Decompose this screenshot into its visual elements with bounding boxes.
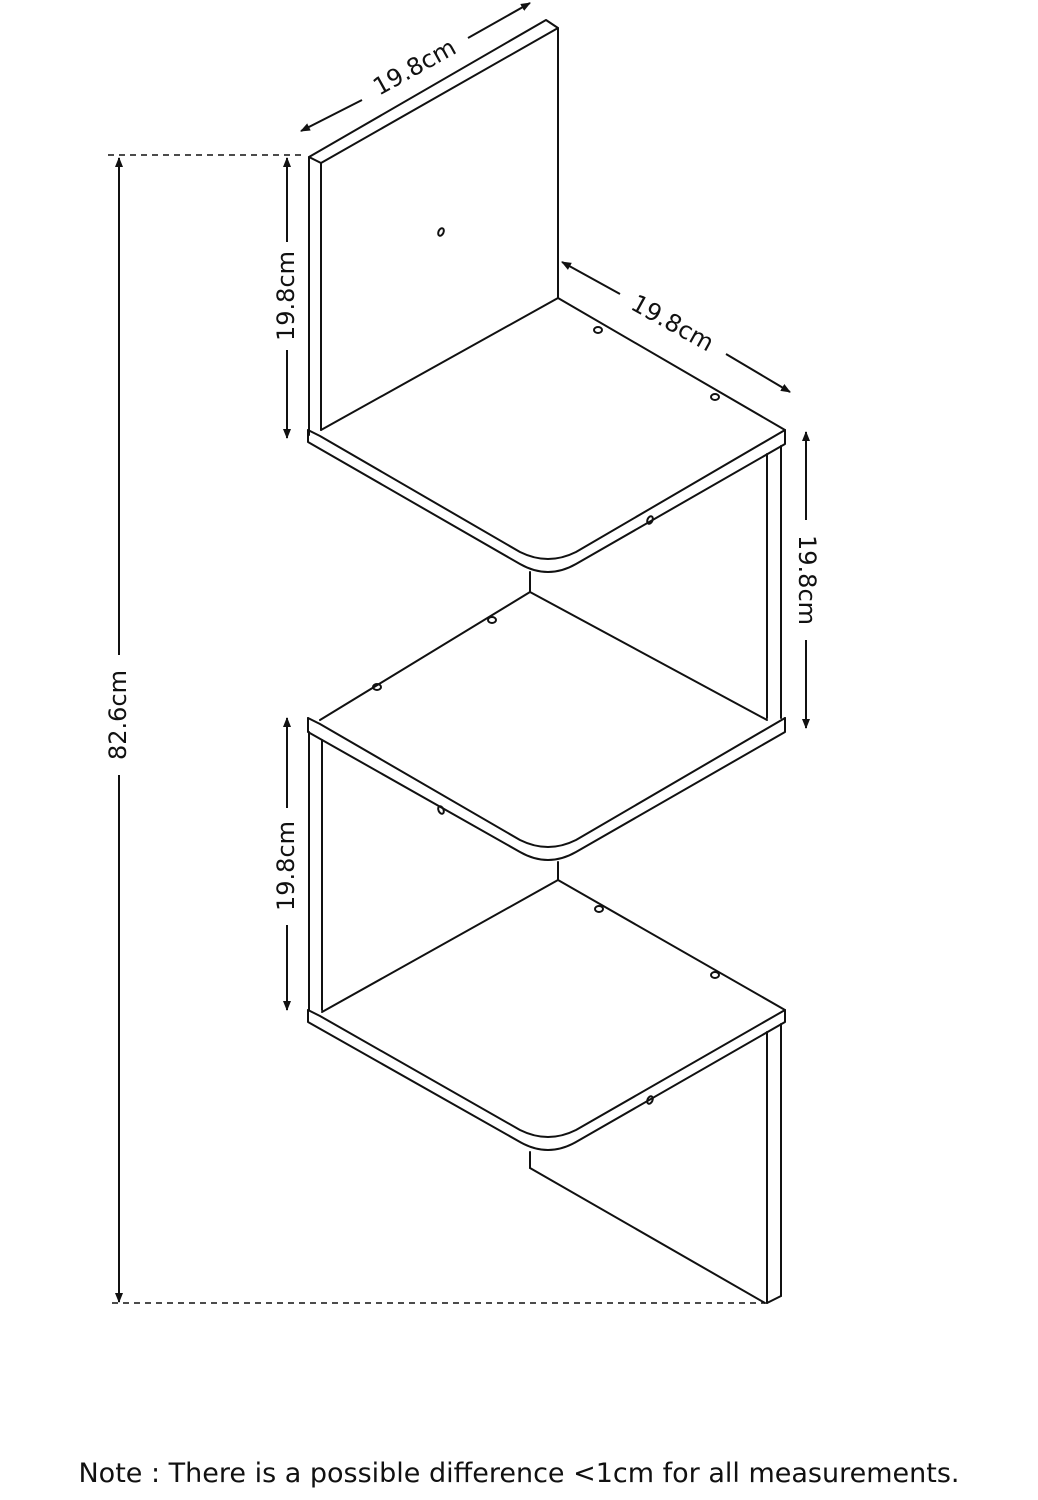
top-back-panel	[308, 19, 559, 436]
bottom-back-panel	[529, 1023, 782, 1304]
side-depth-arrow	[725, 353, 791, 393]
dimension-lines	[115, 2, 810, 1303]
extension-lines	[108, 154, 765, 1304]
middle-shelf	[307, 591, 786, 861]
side-depth-arrow	[561, 261, 621, 295]
back-width-arrow	[300, 99, 363, 132]
top-shelf	[307, 297, 786, 573]
measurement-note: Note : There is a possible difference <1…	[78, 1458, 960, 1489]
lower-gap-label: 19.8cm	[272, 821, 300, 911]
bottom-shelf	[307, 879, 786, 1151]
total-height-label: 82.6cm	[104, 670, 132, 760]
top-gap-label: 19.8cm	[272, 251, 300, 341]
shelf-drawing	[307, 19, 786, 1304]
right-gap-label: 19.8cm	[793, 535, 821, 625]
side-depth-label: 19.8cm	[626, 289, 718, 357]
left-panel-lower	[308, 731, 559, 1013]
right-panel-upper	[529, 445, 782, 721]
back-width-arrow	[467, 2, 531, 39]
